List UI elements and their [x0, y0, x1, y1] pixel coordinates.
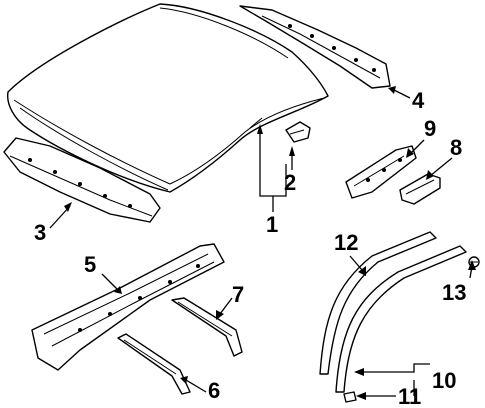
callout-5: 5 — [84, 252, 96, 277]
callout-8: 8 — [450, 135, 462, 160]
callout-labels: 1 2 3 4 5 6 7 8 9 10 11 12 13 — [34, 88, 466, 408]
callout-9: 9 — [424, 116, 436, 141]
roof-bracket-part-2 — [285, 121, 311, 143]
roof-molding-part-10 — [335, 245, 467, 393]
callout-2: 2 — [284, 170, 296, 195]
reinforcement-part-8 — [399, 173, 441, 205]
callout-3: 3 — [34, 220, 46, 245]
side-roof-rail-part-5 — [31, 243, 225, 371]
rear-roof-rail-part-4 — [239, 5, 391, 89]
reinforcement-part-6 — [117, 333, 191, 395]
callout-1: 1 — [266, 212, 278, 237]
callout-12: 12 — [334, 230, 358, 255]
roof-panel — [7, 3, 329, 193]
callout-4: 4 — [412, 88, 425, 113]
callout-10: 10 — [432, 368, 456, 393]
roof-molding-part-12 — [319, 231, 437, 375]
callout-11: 11 — [398, 384, 421, 408]
reinforcement-part-7 — [171, 297, 243, 357]
front-roof-rail-part-3 — [3, 137, 161, 223]
leader-lines — [49, 86, 476, 400]
callout-13: 13 — [442, 280, 466, 305]
reinforcement-part-9 — [345, 145, 417, 199]
callout-7: 7 — [232, 282, 244, 307]
fastener-part-11 — [343, 391, 357, 403]
callout-6: 6 — [208, 378, 220, 403]
